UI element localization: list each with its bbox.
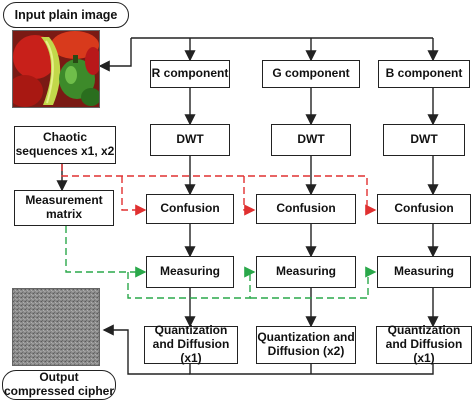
red-dashed-path — [61, 164, 377, 216]
measuring-box-r: Measuring — [146, 256, 234, 288]
b-component-text: B component — [385, 66, 463, 81]
dwt-box-b: DWT — [383, 124, 465, 156]
input-plain-image-label: Input plain image — [3, 2, 129, 28]
output-compressed-cipher-label: Output compressed cipher — [2, 370, 116, 400]
confusion-text-r: Confusion — [160, 201, 220, 216]
measurement-label-text: Measurement matrix — [25, 193, 103, 221]
measuring-box-b: Measuring — [377, 256, 471, 288]
output-label-text: Output compressed cipher — [3, 370, 115, 398]
chaotic-sequences-box: Chaotic sequences x1, x2 — [14, 126, 116, 164]
input-label-text: Input plain image — [14, 7, 118, 22]
output-arrow — [102, 324, 190, 375]
dwt-text-g: DWT — [297, 132, 325, 147]
quantization-box-g: Quantization and Diffusion (x2) — [256, 326, 356, 364]
measurement-matrix-box: Measurement matrix — [14, 190, 114, 226]
r-component-box: R component — [150, 60, 230, 88]
confusion-text-b: Confusion — [394, 201, 454, 216]
noise-image-icon — [13, 289, 99, 365]
input-image-arrow — [98, 38, 132, 72]
confusion-text-g: Confusion — [276, 201, 336, 216]
peppers-photo-icon — [13, 31, 99, 107]
chaotic-label-text: Chaotic sequences x1, x2 — [15, 130, 115, 158]
confusion-box-r: Confusion — [146, 194, 234, 224]
g-component-text: G component — [272, 66, 350, 81]
dwt-text-b: DWT — [410, 132, 438, 147]
output-image — [12, 288, 100, 366]
r-component-text: R component — [151, 66, 229, 81]
measuring-text-g: Measuring — [275, 264, 336, 279]
dwt-box-g: DWT — [271, 124, 351, 156]
measuring-text-b: Measuring — [393, 264, 454, 279]
quantization-text-b: Quantization and Diffusion (x1) — [385, 323, 463, 365]
quantization-box-r: Quantization and Diffusion (x1) — [144, 323, 238, 365]
measuring-box-g: Measuring — [256, 256, 356, 288]
green-dashed-path — [65, 226, 377, 299]
g-component-box: G component — [262, 60, 360, 88]
dwt-box-r: DWT — [150, 124, 230, 156]
confusion-box-b: Confusion — [377, 194, 471, 224]
quantization-text-g: Quantization and Diffusion (x2) — [257, 330, 355, 358]
input-image — [12, 30, 100, 108]
dwt-text-r: DWT — [176, 132, 204, 147]
quantization-box-b: Quantization and Diffusion (x1) — [376, 323, 472, 365]
quantization-text-r: Quantization and Diffusion (x1) — [152, 323, 230, 365]
confusion-box-g: Confusion — [256, 194, 356, 224]
measuring-text-r: Measuring — [159, 264, 220, 279]
b-component-box: B component — [378, 60, 470, 88]
